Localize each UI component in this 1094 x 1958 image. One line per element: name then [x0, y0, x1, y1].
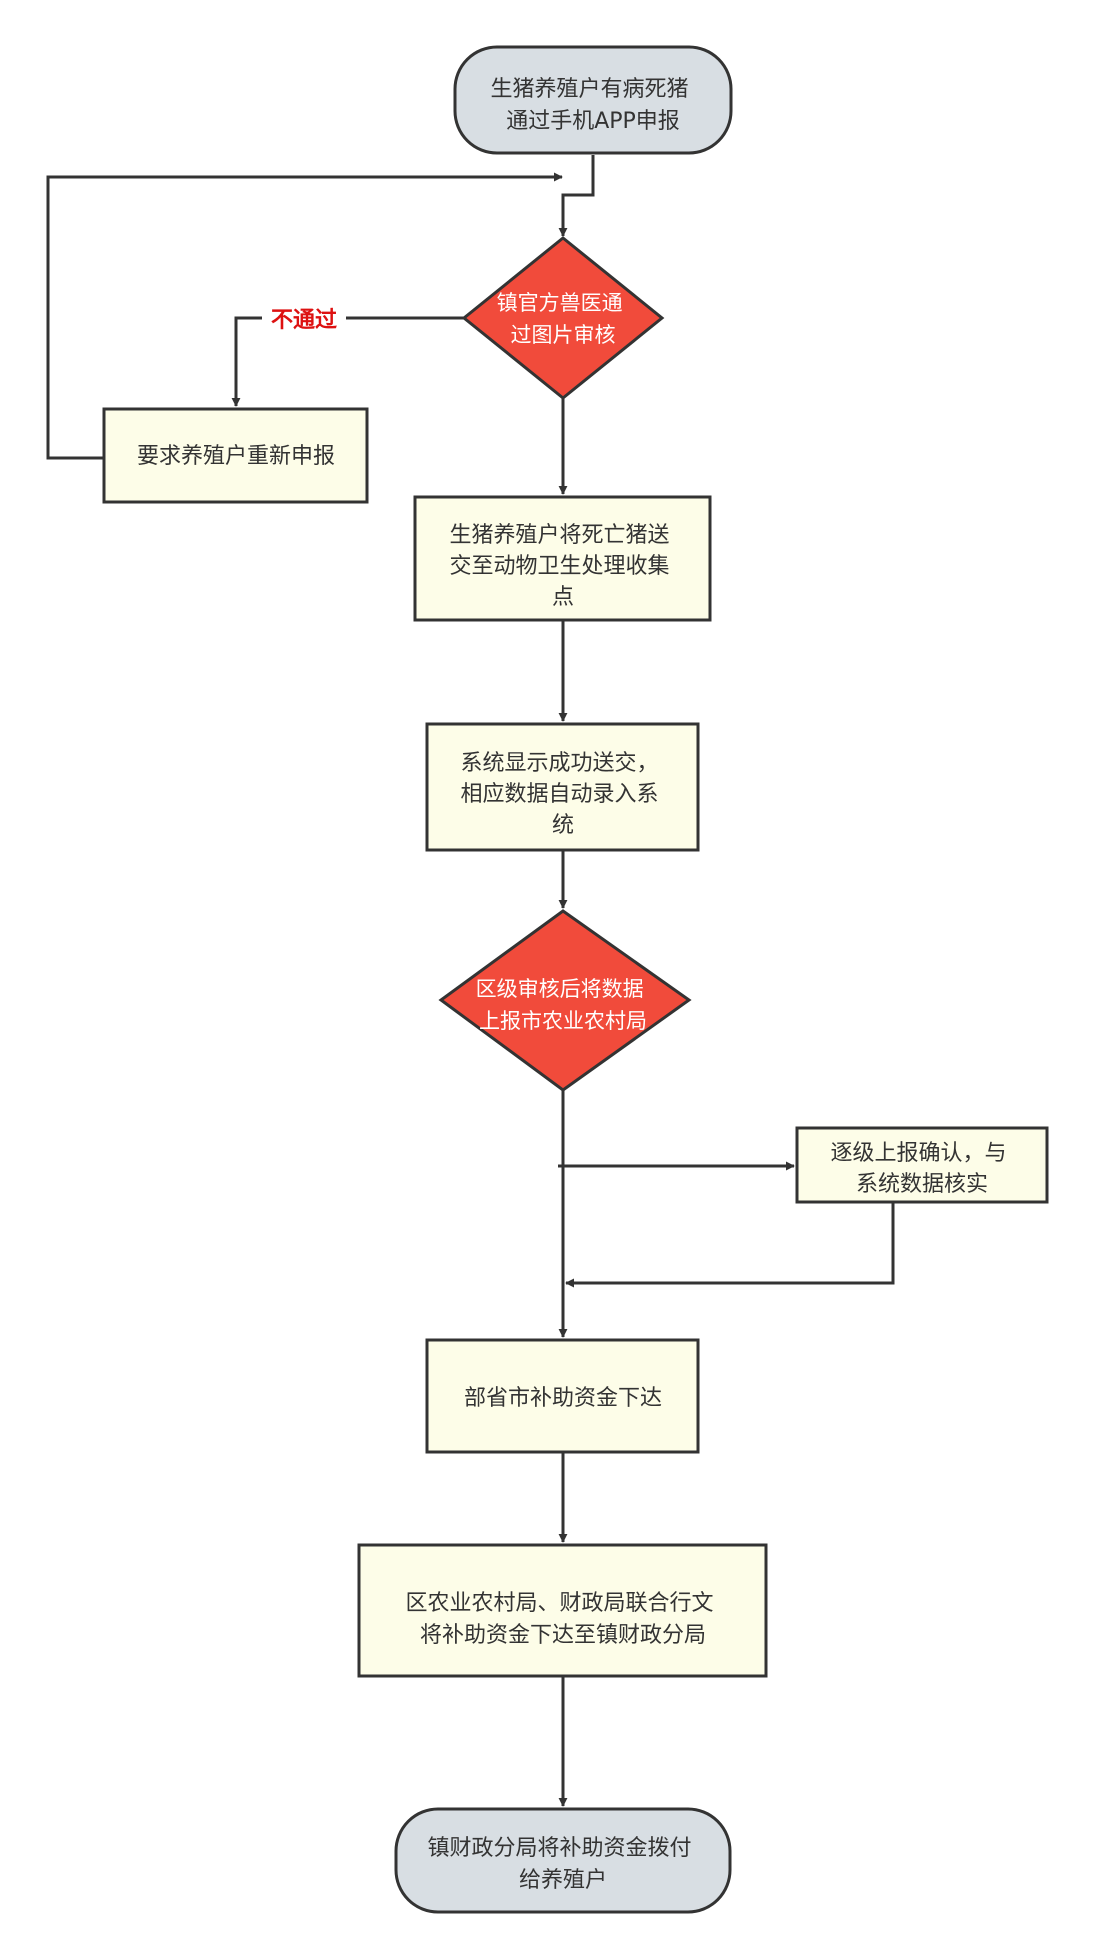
process-shape — [413, 495, 712, 622]
node-town-review: 镇官方兽医通 过图片审核 — [461, 236, 665, 400]
node-verify-text: 逐级上报确认，与 系统数据核实 — [830, 1141, 1013, 1197]
node-joint-document: 区农业农村局、财政局联合行文 将补助资金下达至镇财政分局 — [357, 1543, 768, 1678]
node-verify: 逐级上报确认，与 系统数据核实 — [795, 1126, 1049, 1204]
terminal-shape — [453, 45, 733, 155]
node-payout: 镇财政分局将补助资金拨付 给养殖户 — [394, 1807, 732, 1914]
node-town-review-text: 镇官方兽医通 过图片审核 — [497, 291, 630, 347]
edges — [46, 155, 895, 1807]
edge-label-text: 不通过 — [271, 308, 337, 333]
process-shape — [357, 1543, 768, 1678]
process-shape — [102, 407, 369, 504]
terminal-shape — [394, 1807, 732, 1914]
decision-shape — [461, 236, 665, 400]
node-subsidy-issued: 部省市补助资金下达 — [425, 1338, 700, 1454]
edge-label-background — [262, 303, 346, 335]
process-shape — [425, 1338, 700, 1454]
node-send-carcass: 生猪养殖户将死亡猪送 交至动物卫生处理收集 点 — [413, 495, 712, 622]
node-send-carcass-text: 生猪养殖户将死亡猪送 交至动物卫生处理收集 点 — [449, 523, 676, 610]
edge-label-reject: 不通过 — [262, 303, 346, 335]
node-start-text: 生猪养殖户有病死猪 通过手机APP申报 — [490, 77, 695, 134]
node-resubmit-text: 要求养殖户重新申报 — [137, 444, 335, 469]
process-shape — [425, 722, 700, 852]
node-joint-document-text: 区农业农村局、财政局联合行文 将补助资金下达至镇财政分局 — [405, 1591, 720, 1648]
node-resubmit: 要求养殖户重新申报 — [102, 407, 369, 504]
decision-shape — [438, 909, 692, 1092]
node-system-entry-text: 系统显示成功送交， 相应数据自动录入系 统 — [460, 751, 665, 838]
node-start: 生猪养殖户有病死猪 通过手机APP申报 — [453, 45, 733, 155]
process-shape — [795, 1126, 1049, 1204]
edge-review-reject — [231, 316, 464, 407]
edge-start-to-review — [558, 155, 595, 237]
node-district-review-text: 区级审核后将数据 上报市农业农村局 — [476, 977, 651, 1033]
edge-verify-return — [565, 1202, 895, 1288]
node-payout-text: 镇财政分局将补助资金拨付 给养殖户 — [427, 1836, 698, 1893]
node-district-review: 区级审核后将数据 上报市农业农村局 — [438, 909, 692, 1092]
edge-resubmit-loop — [46, 172, 563, 460]
node-system-entry: 系统显示成功送交， 相应数据自动录入系 统 — [425, 722, 700, 852]
node-subsidy-issued-text: 部省市补助资金下达 — [464, 1386, 662, 1411]
